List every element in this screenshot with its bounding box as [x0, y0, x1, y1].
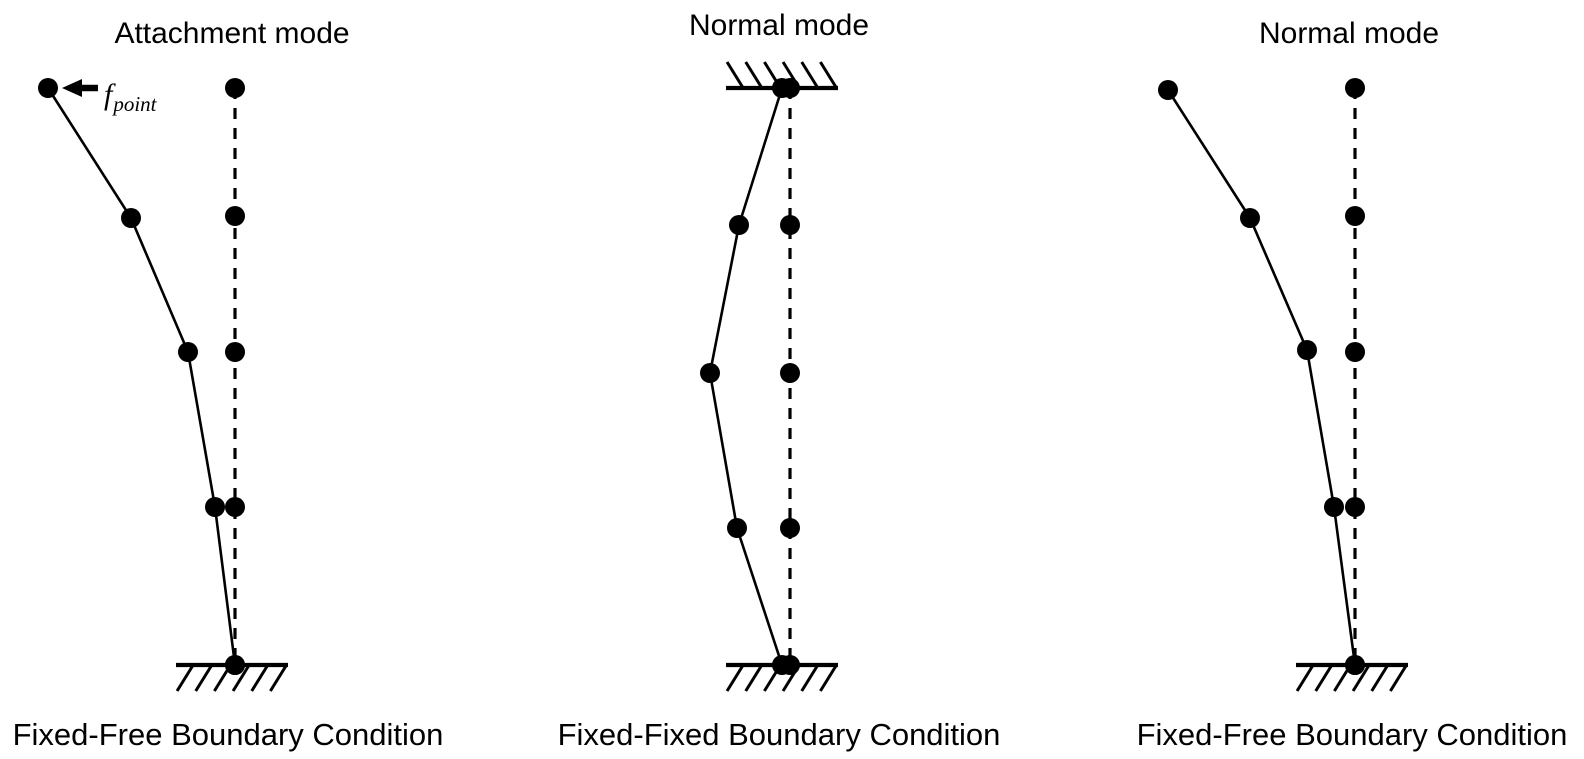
reference-node — [225, 342, 245, 362]
mode-node — [205, 497, 225, 517]
mode-node — [1324, 497, 1344, 517]
reference-node — [1345, 206, 1365, 226]
support-hatch-stroke — [725, 61, 745, 89]
mode-shape-curve — [1166, 88, 1357, 667]
reference-node — [225, 497, 245, 517]
support-hatch-stroke — [744, 61, 764, 89]
support-hatch-stroke — [1351, 664, 1371, 692]
mode-node — [729, 215, 749, 235]
panel-caption: Fixed-Free Boundary Condition — [1137, 717, 1568, 752]
panel-caption: Fixed-Free Boundary Condition — [13, 717, 444, 752]
mode-node — [700, 363, 720, 383]
reference-node — [1345, 497, 1365, 517]
support-hatch-stroke — [819, 664, 838, 692]
support-hatch-stroke — [250, 664, 270, 692]
support-hatch-stroke — [1370, 664, 1390, 692]
mode-node — [1240, 208, 1260, 228]
reference-node — [225, 206, 245, 226]
support-hatch-stroke — [800, 61, 820, 89]
mode-node — [727, 518, 747, 538]
mode-node — [121, 208, 141, 228]
mode-shape-curve — [708, 86, 784, 667]
support-hatch-stroke — [1314, 664, 1334, 692]
reference-node — [225, 78, 245, 98]
support-hatch-stroke — [819, 61, 838, 89]
mode-node — [38, 78, 58, 98]
force-arrow-head — [62, 79, 82, 97]
force-arrow — [62, 79, 98, 97]
mode-node — [178, 342, 198, 362]
support-hatch-stroke — [194, 664, 214, 692]
mode-node — [1297, 340, 1317, 360]
mode-node — [772, 78, 792, 98]
mode-node — [225, 655, 245, 675]
support-hatch-stroke — [744, 664, 764, 692]
panel-title: Normal mode — [689, 9, 869, 42]
reference-node — [780, 518, 800, 538]
support-hatch-stroke — [1389, 664, 1408, 692]
force-label: fpoint — [104, 78, 158, 116]
mode-node — [1345, 655, 1365, 675]
reference-node — [780, 215, 800, 235]
support-hatch-stroke — [800, 664, 820, 692]
support-hatch-stroke — [1295, 664, 1315, 692]
panel-caption: Fixed-Fixed Boundary Condition — [558, 717, 1001, 752]
mode-node — [772, 655, 792, 675]
support-hatch-stroke — [231, 664, 251, 692]
reference-node — [1345, 78, 1365, 98]
support-hatch-stroke — [269, 664, 288, 692]
reference-node — [1345, 342, 1365, 362]
reference-node — [780, 363, 800, 383]
mode-node — [1158, 80, 1178, 100]
support-hatch-stroke — [725, 664, 745, 692]
support-hatch-stroke — [175, 664, 195, 692]
panel-title: Attachment mode — [114, 17, 349, 50]
panel-title: Normal mode — [1259, 17, 1439, 50]
mode-shape-curve — [46, 86, 237, 667]
